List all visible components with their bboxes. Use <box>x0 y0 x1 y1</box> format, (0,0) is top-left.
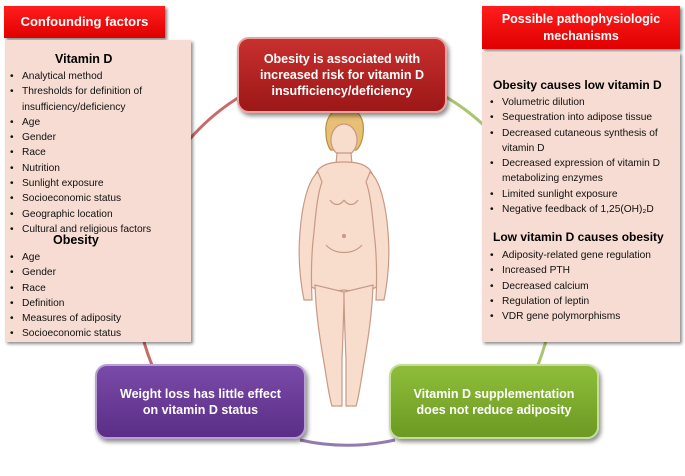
list-item: Age <box>8 250 188 266</box>
list-item: Geographic location <box>8 207 188 223</box>
list-item: Sequestration into adipose tissue <box>488 110 678 126</box>
list-item: Analytical method <box>8 69 188 85</box>
list-item: Age <box>8 115 188 131</box>
list-item: Race <box>8 281 188 297</box>
list-item: Socioeconomic status <box>8 191 188 207</box>
list-item: Increased PTH <box>488 263 678 279</box>
list-item: Adiposity-related gene regulation <box>488 248 678 264</box>
list-item: Regulation of leptin <box>488 294 678 310</box>
vitamin-d-causes-list: Adiposity-related gene regulation Increa… <box>488 248 678 325</box>
list-item: Volumetric dilution <box>488 95 678 111</box>
obesity-causes-title: Obesity causes low vitamin D <box>493 78 662 92</box>
list-item: Limited sunlight exposure <box>488 187 678 203</box>
list-item: Race <box>8 145 188 161</box>
supplementation-box: Vitamin D supplementation does not reduc… <box>389 364 599 439</box>
weight-loss-box: Weight loss has little effect on vitamin… <box>95 364 306 439</box>
list-item: Thresholds for definition of insufficien… <box>8 84 188 115</box>
obesity-title: Obesity <box>53 233 99 247</box>
list-item: Sunlight exposure <box>8 176 188 192</box>
confounding-factors-header: Confounding factors <box>4 6 165 38</box>
ring-arc-purple <box>299 438 396 447</box>
vitamin-d-causes-title: Low vitamin D causes obesity <box>493 230 664 244</box>
list-item: Negative feedback of 1,25(OH)₂D <box>488 202 678 218</box>
list-item: Definition <box>8 296 188 312</box>
list-item: Decreased expression of vitamin D metabo… <box>488 156 678 187</box>
mechanisms-header: Possible pathophysiologic mechanisms <box>482 6 680 49</box>
list-item: Decreased cutaneous synthesis of vitamin… <box>488 126 678 157</box>
confounding-factors-panel: Vitamin D Analytical method Thresholds f… <box>5 40 191 342</box>
list-item: Gender <box>8 265 188 281</box>
woman-figure-icon <box>298 105 390 407</box>
list-item: Nutrition <box>8 161 188 177</box>
obesity-risk-box: Obesity is associated with increased ris… <box>237 37 447 113</box>
list-item: VDR gene polymorphisms <box>488 309 678 325</box>
list-item: Socioeconomic status <box>8 326 188 342</box>
list-item: Measures of adiposity <box>8 311 188 327</box>
mechanisms-panel: Obesity causes low vitamin D Volumetric … <box>482 52 680 342</box>
list-item: Cultural and religious factors <box>8 222 188 238</box>
list-item: Decreased calcium <box>488 279 678 295</box>
list-item: Gender <box>8 130 188 146</box>
obesity-causes-list: Volumetric dilution Sequestration into a… <box>488 95 678 218</box>
vitamin-d-title: Vitamin D <box>55 52 113 66</box>
obesity-factor-list: Age Gender Race Definition Measures of a… <box>8 250 188 342</box>
vitamin-d-factor-list: Analytical method Thresholds for definit… <box>8 69 188 238</box>
